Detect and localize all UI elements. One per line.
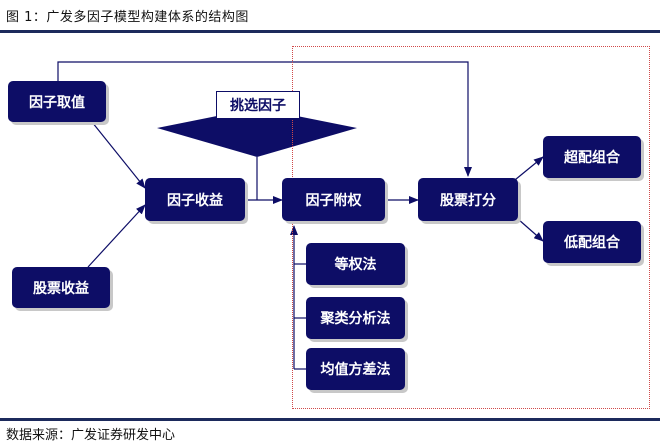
source-note: 数据来源：广发证券研发中心 xyxy=(6,428,176,443)
node-factor-value: 因子取值 xyxy=(8,81,106,122)
top-rule xyxy=(0,30,660,33)
edge-value-to-return xyxy=(91,121,146,189)
node-short-portfolio: 低配组合 xyxy=(543,221,641,263)
node-long-portfolio: 超配组合 xyxy=(543,136,641,178)
method-clustering: 聚类分析法 xyxy=(306,297,405,339)
method-equal-weight: 等权法 xyxy=(306,243,405,285)
edge-value-to-score xyxy=(57,61,472,177)
node-stock-return: 股票收益 xyxy=(12,267,110,308)
node-factor-return: 因子收益 xyxy=(145,178,245,221)
node-factor-weight: 因子附权 xyxy=(282,178,385,221)
select-factor-diamond xyxy=(157,108,357,157)
node-select-factor: 挑选因子 xyxy=(216,91,300,119)
node-stock-score: 股票打分 xyxy=(418,178,518,221)
edge-stockret-to-return xyxy=(87,204,146,268)
bottom-rule xyxy=(0,418,660,421)
figure-title: 图 1：广发多因子模型构建体系的结构图 xyxy=(6,10,249,25)
factor-weight-dotted-frame xyxy=(292,46,650,409)
method-mean-variance: 均值方差法 xyxy=(306,348,405,390)
